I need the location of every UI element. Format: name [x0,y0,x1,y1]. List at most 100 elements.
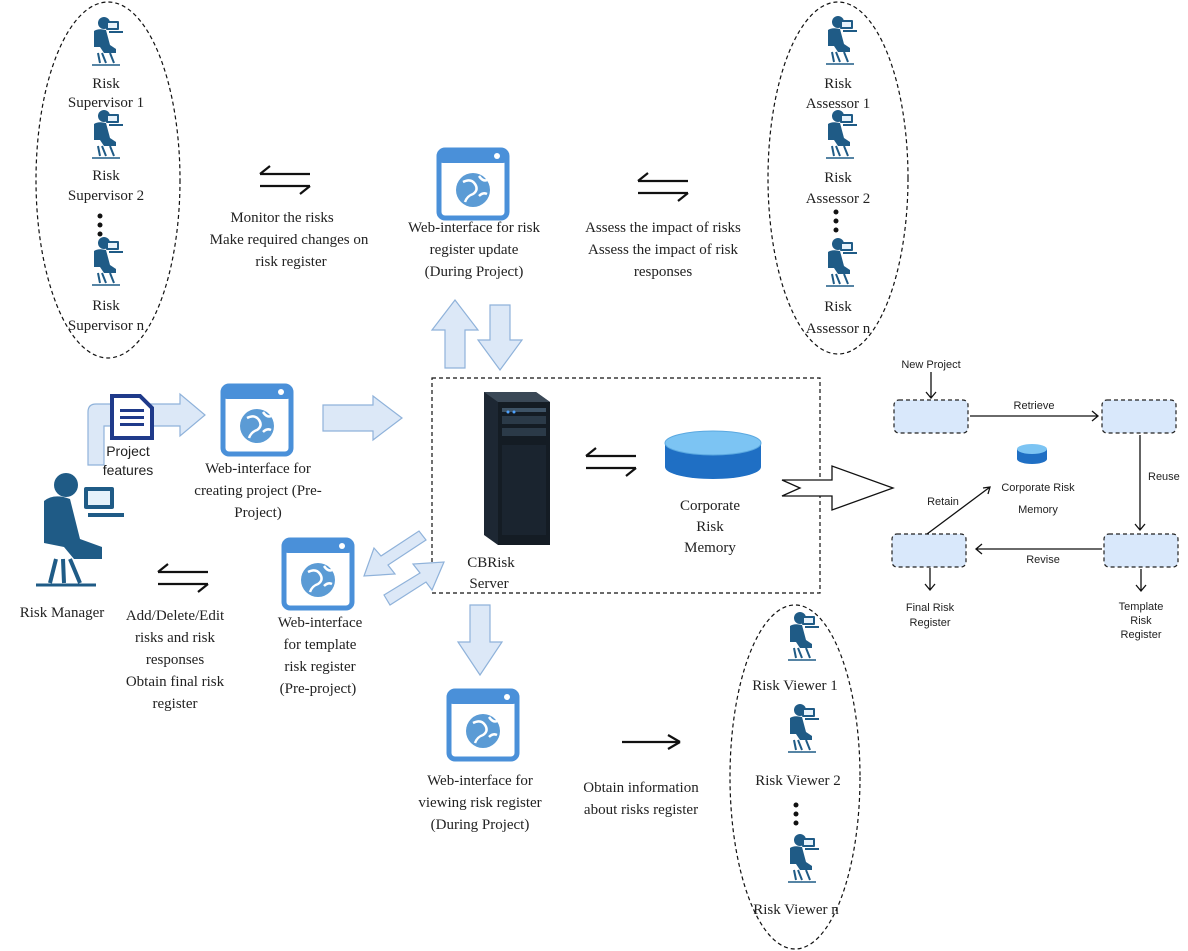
viewer-action-text: Obtain information [583,780,699,796]
view-interface-text: (During Project) [431,817,530,833]
to-viewing-arrow [456,604,504,677]
template-register-label: Risk [1130,615,1152,627]
revise-label: Revise [1026,554,1060,566]
to-cbr-cycle-arrow [781,465,895,511]
supervisor-label: Risk [92,76,120,92]
assessor-label: Assessor 2 [806,191,871,207]
manager-action-text: responses [146,652,204,668]
viewer-action-text: about risks register [584,802,698,818]
supervisors-ellipse [35,1,181,359]
viewers-ellipse [729,604,861,950]
view-interface-text: viewing risk register [418,795,541,811]
server-label: CBRisk [467,555,515,571]
supervisor-icon [91,16,124,66]
supervisor-icon [91,109,124,159]
server-label: Server [469,576,508,592]
exchange-arrows-icon [636,171,690,203]
final-register-label: Register [910,617,951,629]
ellipsis-dots-icon [833,209,839,233]
supervisor-action-text: risk register [255,254,326,270]
exchange-arrows-icon [258,164,312,196]
supervisor-label: Risk [92,168,120,184]
retrieve-arrow [970,410,1100,422]
memory-label: Corporate [680,498,740,514]
assessor-label: Risk [824,299,852,315]
assessors-ellipse [767,1,909,355]
viewer-label: Risk Viewer n [753,902,839,918]
project-features-label: features [103,462,154,478]
create-interface-text: Web-interface for [205,461,311,477]
assessor-icon [825,15,858,65]
database-cylinder-icon [664,430,762,480]
web-interface-create-icon [223,386,291,454]
final-register-arrow [924,568,936,592]
viewers-group: Risk Viewer 1 Risk Viewer 2 Risk Viewer … [729,604,861,950]
update-interface-text: (During Project) [425,264,524,280]
viewer-icon [787,611,820,661]
web-interface-update-icon [439,150,507,218]
retain-arrow [926,486,991,535]
viewer-icon [787,703,820,753]
template-register-label: Register [1121,629,1162,641]
create-interface-text: creating project (Pre- [194,483,321,499]
document-icon [110,394,154,440]
supervisor-label: Supervisor 2 [68,188,144,204]
from-template-arrow [383,561,445,606]
revise-arrow [974,543,1102,555]
template-register-label: Template [1119,601,1164,613]
web-interface-template-icon [284,540,352,608]
supervisors-group: Risk Supervisor 1 Risk Supervisor 2 Risk… [35,1,181,359]
assessor-label: Assessor n [806,321,871,337]
to-server-arrow [322,394,403,442]
web-interface-view-icon [449,691,517,759]
retrieve-label: Retrieve [1014,400,1055,412]
assessor-action-text: Assess the impact of risks [585,220,741,236]
manager-action-text: Obtain final risk [126,674,225,690]
cbr-memory-label: Corporate Risk [1001,482,1075,494]
supervisor-label: Risk [92,298,120,314]
ellipsis-dots-icon [97,213,103,237]
tested-case-box [891,533,967,568]
supervisor-action-text: Monitor the risks [230,210,333,226]
reuse-arrow [1134,435,1146,532]
manager-action-text: risks and risk [135,630,215,646]
assessor-icon [825,237,858,287]
new-case-box [893,399,969,434]
manager-action-text: register [153,696,198,712]
memory-label: Risk [696,519,724,535]
template-interface-text: Web-interface [278,615,363,631]
supervisor-action-text: Make required changes on [210,232,369,248]
template-interface-text: risk register [284,659,355,675]
assessor-action-text: Assess the impact of risk [588,242,738,258]
update-interface-text: Web-interface for risk [408,220,541,236]
retain-label: Retain [927,496,959,508]
manager-action-text: Add/Delete/Edit [126,608,225,624]
update-interface-text: register update [430,242,519,258]
risk-manager-icon [34,471,126,587]
final-register-label: Final Risk [906,602,955,614]
exchange-arrows-icon [584,446,638,478]
cbr-memory-label: Memory [1018,504,1058,516]
assessor-icon [825,109,858,159]
assessor-label: Assessor 1 [806,96,871,112]
assessors-group: Risk Assessor 1 Risk Assessor 2 Risk Ass… [767,1,909,355]
view-interface-text: Web-interface for [427,773,533,789]
to-template-arrow [363,530,427,577]
create-interface-text: Project) [234,505,281,521]
supervisor-label: Supervisor 1 [68,95,144,111]
down-arrow [476,304,524,372]
right-arrow-icon [622,734,681,750]
template-interface-text: (Pre-project) [280,681,357,697]
viewer-icon [787,833,820,883]
supervisor-icon [91,236,124,286]
supervisor-label: Supervisor n [68,318,145,334]
risk-manager-label: Risk Manager [20,605,105,621]
template-register-arrow [1135,569,1147,593]
reuse-label: Reuse [1148,471,1180,483]
memory-label: Memory [684,540,736,556]
assessor-action-text: responses [634,264,692,280]
project-features-label: Project [106,443,150,459]
small-database-icon [1017,444,1047,464]
up-arrow [430,299,480,369]
